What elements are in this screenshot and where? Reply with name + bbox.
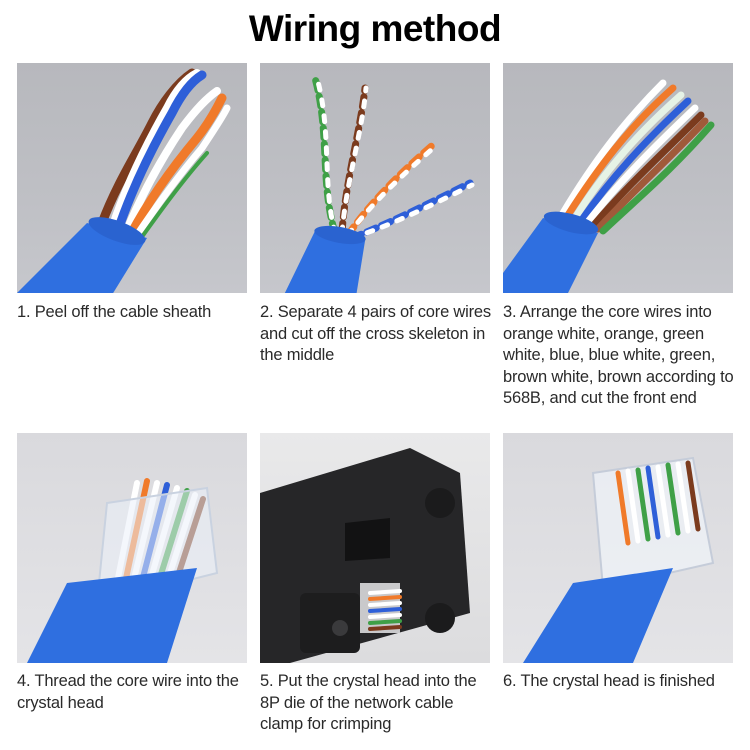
separated-pairs-illustration: [284, 74, 475, 293]
arranged-wires-illustration: [503, 79, 715, 293]
step-6-caption: 6. The crystal head is finished: [503, 672, 715, 690]
page-title: Wiring method: [248, 8, 502, 49]
step-2-image: [260, 63, 490, 293]
step-3-caption: 3. Arrange the core wires into orange wh…: [503, 303, 734, 407]
crimping-tool-illustration: [260, 448, 470, 663]
step-1-caption: 1. Peel off the cable sheath: [17, 303, 212, 321]
finished-crystal-head-illustration: [523, 456, 715, 663]
step-5-caption: 5. Put the crystal head into the 8P die …: [260, 672, 477, 733]
wires-in-crystal-head-illustration: [27, 478, 219, 663]
step-5-image: [260, 433, 490, 663]
step-1-image: [17, 63, 247, 293]
step-4-image: [17, 433, 247, 663]
step-6-image: [503, 433, 733, 663]
step-3-image: [503, 63, 733, 293]
cable-sheath-peeled-illustration: [17, 68, 231, 293]
step-2-caption: 2. Separate 4 pairs of core wires and cu…: [260, 303, 491, 364]
step-4-caption: 4. Thread the core wire into the crystal…: [17, 672, 239, 712]
